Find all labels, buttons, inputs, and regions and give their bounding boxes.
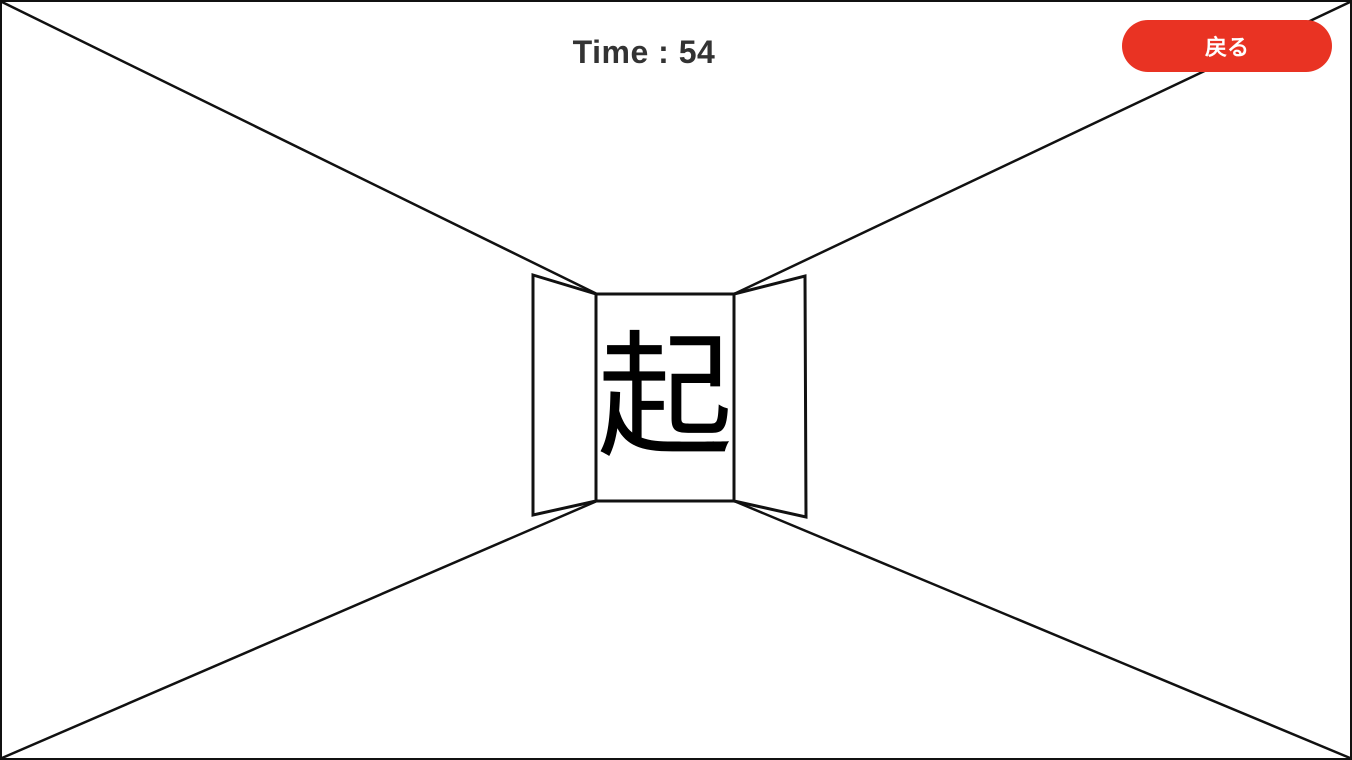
door-kanji: 起 [597,318,733,477]
time-value: 54 [678,34,716,70]
time-display: Time : 54 [0,34,1288,71]
corridor-edge-bottom-right [733,499,1351,760]
back-button[interactable]: 戻る [1122,20,1332,72]
time-label: Time [572,34,649,70]
corridor-edge-bottom-left [1,499,598,760]
corridor-edge-top-left [1,0,598,296]
left-door-panel[interactable] [531,272,598,517]
time-separator: : [648,34,679,70]
right-door-panel[interactable] [732,274,808,519]
doorway[interactable] [594,292,736,503]
